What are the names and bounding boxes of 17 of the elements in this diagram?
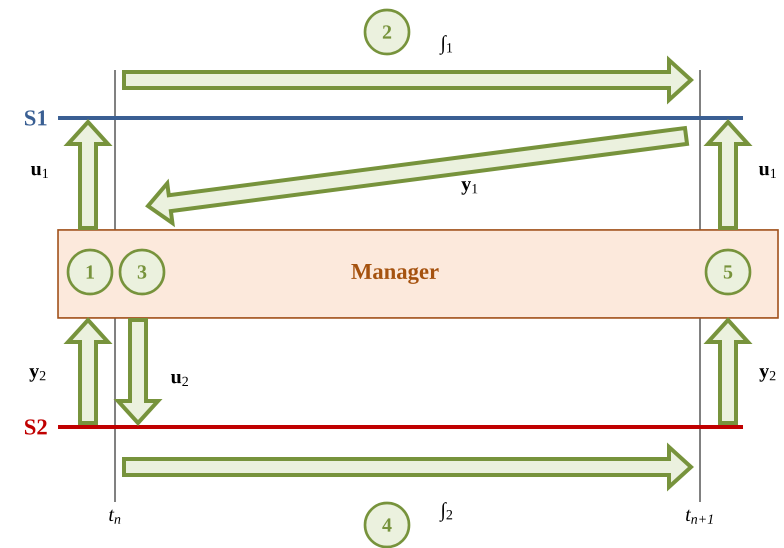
edge-label: u$_{2}$	[169, 372, 191, 388]
block-arrow	[122, 442, 694, 492]
edge-label: ∫$_{1}$	[439, 34, 455, 56]
block-arrow	[703, 317, 753, 425]
block-arrow	[63, 317, 113, 425]
edge-label: u$_{1}$	[29, 164, 51, 180]
signal-line: S2	[24, 419, 743, 435]
block-arrow	[122, 55, 694, 104]
edge-label: u$_{1}$	[757, 164, 779, 180]
edge-label: y$_{2}$	[758, 366, 778, 384]
block-arrow	[63, 119, 113, 230]
signal-line: S1	[24, 110, 743, 126]
edge-label: y$_{2}$	[28, 366, 48, 384]
edge-label: ∫$_{2}$	[439, 500, 455, 524]
block-arrow	[113, 318, 163, 426]
block-arrow	[703, 119, 753, 230]
edge-label: y$_{1}$	[460, 180, 480, 196]
